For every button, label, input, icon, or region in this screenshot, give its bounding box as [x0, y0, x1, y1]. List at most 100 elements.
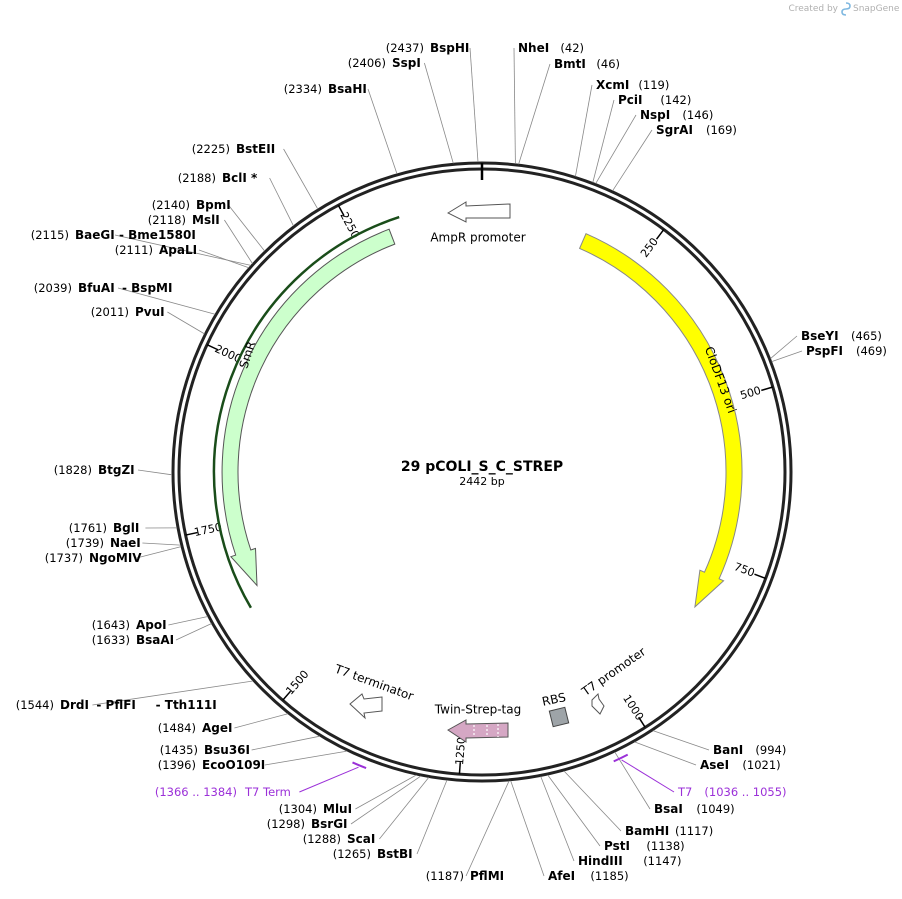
enzyme-position: (994) [755, 743, 786, 757]
enzyme-bsphi[interactable]: (2437)BspHI [386, 41, 479, 163]
tick-1000: 1000 [620, 692, 646, 728]
enzyme-bmti[interactable]: (46)BmtI [518, 57, 620, 165]
enzyme-connector [136, 546, 182, 559]
enzyme-name: NheI [518, 41, 549, 55]
enzyme-naei[interactable]: (1739)NaeI [66, 536, 181, 550]
enzyme-position: (1265) [333, 847, 371, 861]
enzyme-apoi[interactable]: (1643) ApoI [92, 616, 208, 633]
enzyme-connector [652, 730, 710, 751]
smr-annotation-line [212, 215, 400, 609]
primers: T7(1036 .. 1055) T7 Term(1366 .. 1384) [155, 753, 787, 799]
enzyme-connector [510, 780, 545, 877]
enzyme-connector [175, 623, 212, 641]
enzyme-position: (2118) [148, 213, 186, 227]
enzyme-name: PstI [604, 839, 630, 853]
enzyme-pvui[interactable]: (2011)PvuI [91, 305, 205, 335]
primer-name: T7 Term [244, 785, 291, 799]
enzyme-bsteii[interactable]: (2225)BstEII [192, 142, 319, 210]
enzyme-ngomiv[interactable]: (1737)NgoMIV [45, 546, 182, 565]
enzyme-name: BstBI [377, 847, 413, 861]
enzyme-btgzi[interactable]: (1828)BtgZI [54, 463, 173, 477]
enzyme-bsahi[interactable]: (2334)BsaHI [284, 82, 398, 175]
enzyme-bani[interactable]: (994)BanI [652, 730, 786, 757]
feature-rbs: RBS [541, 690, 570, 728]
enzyme-position: (1147) [643, 854, 681, 868]
enzyme-position: (2111) [115, 243, 153, 257]
enzyme-name: NaeI [110, 536, 141, 550]
primer-t7-term[interactable]: T7 Term(1366 .. 1384) [155, 761, 367, 799]
enzyme-nspi[interactable]: (146)NspI [595, 108, 714, 184]
enzymes: (2437)BspHI(2406)SspI (42)NheI(46)BmtI (23… [16, 41, 887, 883]
enzyme-name: BsrGI [311, 817, 348, 831]
enzyme-connector [771, 350, 803, 362]
enzyme-position: (1185) [590, 869, 628, 883]
enzyme-connector [465, 780, 510, 877]
enzyme-connector [269, 177, 294, 227]
enzyme-hindiii[interactable]: (1147)HindIII [540, 776, 682, 868]
enzyme-name: BaeGI [75, 228, 115, 242]
enzyme-connector [264, 750, 348, 766]
enzyme-drdi[interactable]: (1544)DrdI- PflFI- Tth111I [16, 680, 254, 712]
enzyme-name: ApoI [136, 618, 167, 632]
enzyme-apali[interactable]: (2111)ApaLI [115, 243, 249, 269]
enzyme-position: (465) [851, 329, 882, 343]
enzyme-bsai[interactable]: (1049)BsaI [614, 751, 735, 816]
enzyme-position: (1021) [742, 758, 780, 772]
enzyme-xcmi[interactable]: (119)XcmI [575, 78, 669, 177]
t7-terminator-arrow [349, 693, 383, 720]
snapgene-logo-icon [841, 2, 851, 16]
feature-label: T7 promoter [578, 644, 648, 699]
enzyme-connector [367, 88, 398, 175]
enzyme-baegi[interactable]: (2115)BaeGI- Bme1580I [31, 228, 251, 266]
enzyme-connector [224, 219, 253, 264]
enzyme-asei[interactable]: (1021) AseI [634, 741, 781, 772]
enzyme-mlui[interactable]: (1304)MluI [279, 774, 417, 816]
enzyme-msli[interactable]: (2118)MslI [148, 213, 253, 264]
enzyme-ecoo109i[interactable]: (1396)EcoO109I [158, 750, 348, 772]
enzyme-connector [198, 249, 249, 269]
enzyme-nhei[interactable]: (42)NheI [513, 41, 584, 164]
enzyme-bstbi[interactable]: (1265) BstBI [333, 779, 448, 861]
enzyme-bcli[interactable]: (2188)BclI * [178, 171, 294, 227]
enzyme-name: Bsu36I [204, 743, 250, 757]
enzyme-bamhi[interactable]: (1117)BamHI [563, 770, 713, 838]
enzyme-connector [137, 469, 173, 476]
ampr-promoter-arrow [446, 201, 511, 223]
enzyme-pcii[interactable]: (142)PciI [592, 93, 692, 183]
enzyme-agei[interactable]: (1484)AgeI [158, 713, 289, 735]
enzyme-psti[interactable]: (1138)PstI [547, 774, 685, 853]
enzyme-sgrai[interactable]: (169)SgrAI [612, 123, 737, 192]
tick-1250: 1250 [453, 737, 468, 775]
enzyme-afei[interactable]: (1185)AfeI [510, 780, 629, 883]
enzyme-connector [228, 204, 265, 252]
enzyme-sspi[interactable]: (2406)SspI [348, 56, 454, 164]
enzyme-connector [350, 775, 422, 825]
enzyme-position: (1643) [92, 618, 130, 632]
branding-prefix: Created by [788, 4, 838, 14]
tick-label: 750 [732, 560, 756, 580]
enzyme-connector [379, 777, 430, 840]
enzyme-name: AgeI [202, 721, 232, 735]
enzyme-bsu36i[interactable]: (1435)Bsu36I [160, 735, 320, 757]
enzyme-bsrgi[interactable]: (1298)BsrGI [267, 775, 422, 831]
enzyme-connector [770, 335, 798, 359]
enzyme-position: (1288) [303, 832, 341, 846]
enzyme-connector [592, 99, 615, 183]
feature-label: T7 terminator [332, 661, 415, 703]
primer-range: (1036 .. 1055) [704, 785, 786, 799]
enzyme-position: (2115) [31, 228, 69, 242]
enzyme-bgli[interactable]: (1761)BglI [69, 521, 178, 535]
enzyme-name: AseI [700, 758, 729, 772]
enzyme-bseyi[interactable]: (465)BseYI [770, 329, 882, 359]
enzyme-bpmi[interactable]: (2140)BpmI [152, 198, 265, 252]
enzyme-bfuai[interactable]: (2039)BfuAI- BspMI [34, 281, 216, 315]
enzyme-bsaai[interactable]: (1633)BsaAI [92, 623, 212, 648]
primer-t7[interactable]: T7(1036 .. 1055) [613, 753, 787, 799]
enzyme-pspfi[interactable]: (469)PspFI [771, 344, 887, 362]
enzyme-scai[interactable]: (1288)ScaI [303, 777, 430, 846]
enzyme-pflmi[interactable]: (1187)PflMI [426, 780, 510, 883]
enzyme-name: DrdI [60, 698, 89, 712]
enzyme-name: BclI * [222, 171, 258, 185]
enzyme-connector [612, 129, 653, 192]
